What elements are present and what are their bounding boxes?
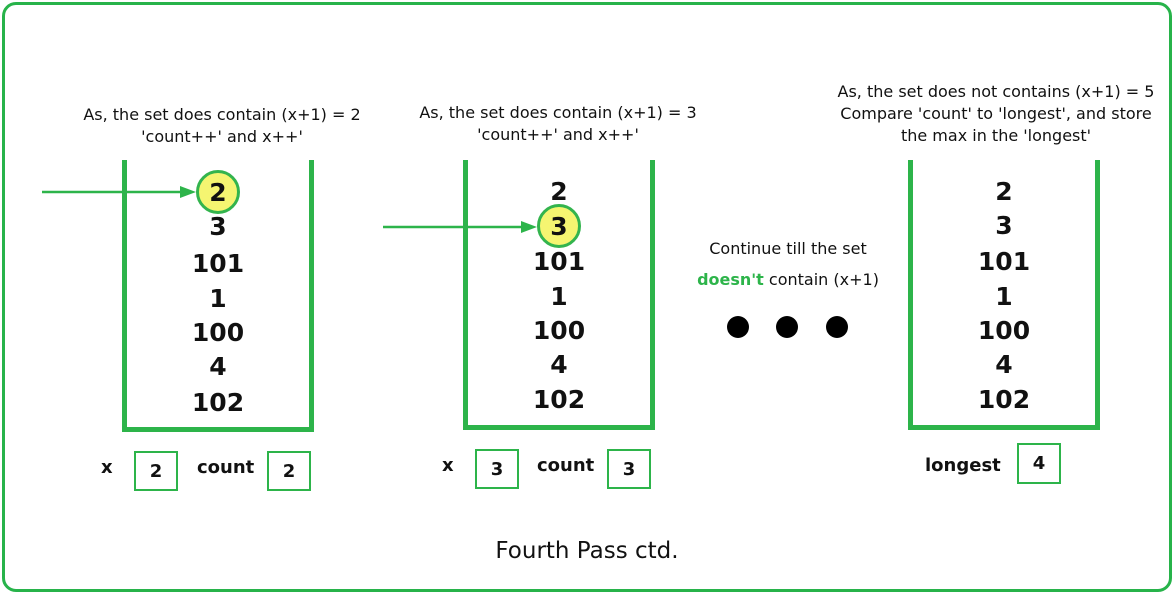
panel-3-caption-line-3: the max in the 'longest': [900, 126, 1092, 145]
panel-3-item-5: 100: [977, 316, 1031, 345]
doesnt-highlight-word: doesn't: [697, 270, 764, 289]
panel-1-item-3: 101: [191, 249, 245, 278]
panel-3-item-4: 1: [995, 282, 1013, 311]
ellipsis-dot-2: [776, 316, 798, 338]
panel-1-item-6: 4: [209, 352, 227, 381]
panel-1-x-value: 2: [134, 451, 178, 491]
panel-2-highlighted-item: 3: [537, 204, 581, 248]
diagram-title: Fourth Pass ctd.: [495, 538, 679, 564]
panel-1-count-label: count: [197, 457, 255, 478]
panel-3-caption-line-1: As, the set does not contains (x+1) = 5: [837, 82, 1155, 101]
panel-1-item-5: 100: [191, 318, 245, 347]
panel-3-item-3: 101: [977, 247, 1031, 276]
panel-1-pointer-arrow: [42, 186, 196, 198]
panel-2-set-container: 2 3 101 1 100 4 102: [463, 160, 655, 430]
continue-note: Continue till the set doesn't contain (x…: [680, 238, 896, 291]
panel-3-item-1: 2: [995, 177, 1013, 206]
panel-2-caption-line-2: 'count++' and x++': [477, 125, 639, 144]
panel-3-item-6: 4: [995, 350, 1013, 379]
panel-1-item-7: 102: [191, 388, 245, 417]
panel-2-count-value: 3: [607, 449, 651, 489]
panel-2-item-5: 100: [532, 316, 586, 345]
panel-1-caption: As, the set does contain (x+1) = 2 'coun…: [62, 104, 382, 148]
panel-2-caption: As, the set does contain (x+1) = 3 'coun…: [398, 102, 718, 146]
panel-2-count-label: count: [537, 455, 595, 476]
panel-3-longest-label: longest: [925, 455, 1001, 476]
continue-note-line-2: doesn't contain (x+1): [680, 269, 896, 291]
panel-2-item-4: 1: [550, 282, 568, 311]
panel-1-count-value: 2: [267, 451, 311, 491]
panel-3-longest-value: 4: [1017, 443, 1061, 484]
panel-2-item-3: 101: [532, 247, 586, 276]
panel-1-x-label: x: [101, 457, 113, 478]
panel-2-pointer-arrow: [383, 221, 537, 233]
panel-1-item-4: 1: [209, 284, 227, 313]
panel-3-caption-line-2: Compare 'count' to 'longest', and store: [840, 104, 1152, 123]
continue-note-line-2-rest: contain (x+1): [763, 270, 879, 289]
panel-1-highlighted-item: 2: [196, 170, 240, 214]
ellipsis-dot-3: [826, 316, 848, 338]
panel-1-set-container: 2 3 101 1 100 4 102: [122, 160, 314, 432]
panel-1-item-2: 3: [209, 212, 227, 241]
panel-1-caption-line-2: 'count++' and x++': [141, 127, 303, 146]
panel-3-item-2: 3: [995, 211, 1013, 240]
ellipsis-dot-1: [727, 316, 749, 338]
panel-3-set-container: 2 3 101 1 100 4 102: [908, 160, 1100, 430]
panel-3-caption: As, the set does not contains (x+1) = 5 …: [820, 81, 1172, 147]
panel-2-caption-line-1: As, the set does contain (x+1) = 3: [419, 103, 697, 122]
panel-3-item-7: 102: [977, 385, 1031, 414]
continue-note-line-1: Continue till the set: [709, 239, 867, 258]
panel-2-item-7: 102: [532, 385, 586, 414]
panel-2-item-1: 2: [550, 177, 568, 206]
panel-2-x-label: x: [442, 455, 454, 476]
panel-2-x-value: 3: [475, 449, 519, 489]
panel-2-item-6: 4: [550, 350, 568, 379]
panel-1-caption-line-1: As, the set does contain (x+1) = 2: [83, 105, 361, 124]
